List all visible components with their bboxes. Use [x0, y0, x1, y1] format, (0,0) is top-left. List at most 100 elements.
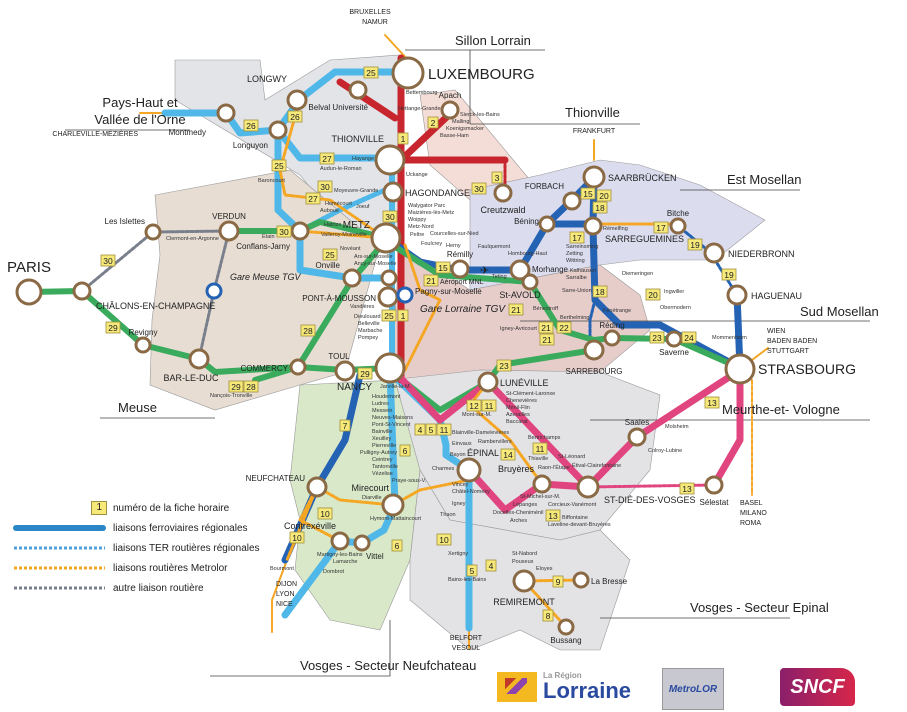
- station-label-revigny: Revigny: [129, 328, 158, 337]
- rules-layer: [65, 49, 870, 677]
- line-selestat-strasbourg: [710, 371, 744, 489]
- route-number-box: [399, 444, 411, 457]
- route-number-text: 18: [595, 203, 605, 213]
- minor-stop-label: Berthelming: [560, 315, 589, 321]
- legend-item-ter-road: liaisons TER routières régionales: [12, 538, 260, 558]
- station-longwy: [286, 89, 308, 111]
- route-number-text: 30: [385, 212, 395, 222]
- minor-stop-label: Hettange-Grande: [398, 106, 441, 112]
- route-number-badge: 25: [381, 309, 397, 322]
- station-label-neufchateau: NEUFCHATEAU: [246, 474, 306, 483]
- station-label-longuyon: Longuyon: [233, 141, 268, 150]
- station-label-hagondange: HAGONDANGE: [405, 188, 470, 198]
- sector-title-neufchateau: Vosges - Secteur Neufchateau: [300, 658, 476, 673]
- metrolor-swatch: [14, 566, 105, 570]
- minor-stop-label: Basse-Ham: [440, 133, 469, 139]
- route-number-box: [322, 248, 338, 261]
- route-number-box: [427, 116, 439, 129]
- minor-stop-label: Uckange: [406, 172, 428, 178]
- destination-basel_3: ROMA: [740, 520, 761, 527]
- sector-title-payshaut: Pays-Haut et: [102, 95, 178, 110]
- route-number-box: [436, 423, 452, 436]
- legend: 1 numéro de la fiche horaire liaisons fe…: [12, 498, 260, 598]
- route-number-text: 5: [470, 566, 475, 576]
- station-stavold: [509, 259, 531, 281]
- station-remilly: [450, 259, 470, 279]
- route-number-badge: 21: [538, 321, 554, 334]
- route-number-box: [500, 448, 516, 461]
- minor-stop-label: Vincey: [452, 482, 469, 488]
- minor-stop-label: Charmes: [432, 466, 455, 472]
- route-number-badge: 29: [228, 380, 244, 393]
- route-number-box: [271, 159, 287, 172]
- station-nancy: [374, 352, 406, 384]
- route-number-box: [592, 285, 608, 298]
- station-label-thionville: THIONVILLE: [331, 134, 384, 144]
- minor-stop-label: Martigny-les-Bains: [317, 552, 363, 558]
- route-number-badge: 5: [466, 564, 478, 577]
- minor-stop-label: Clermont-en-Argonne: [166, 236, 219, 242]
- minor-stop-label: Tantonville: [372, 464, 398, 470]
- route-number-badge: 4: [414, 423, 426, 436]
- station-label-remilly: Rémilly: [447, 250, 473, 259]
- route-number-badge: 11: [481, 399, 497, 412]
- minor-stop-label: Zetting: [566, 251, 583, 257]
- route-number-text: 23: [499, 361, 509, 371]
- station-saarbrucken: [582, 165, 606, 189]
- minor-stop-label: Malling: [452, 119, 469, 125]
- route-number-text: 11: [536, 444, 545, 454]
- minor-stop-label: Dombrot: [323, 569, 345, 575]
- minor-stop-label: Bayon: [450, 452, 466, 458]
- destination-belfort_2: VESOUL: [452, 645, 481, 652]
- route-number-box: [105, 321, 121, 334]
- station-label-vittel: Vittel: [366, 552, 384, 561]
- minor-stop-label: Praye-sous-V.: [392, 478, 427, 484]
- station-label-conflans: Conflans-Jarny: [236, 242, 290, 251]
- ter-road-swatch: [14, 546, 105, 550]
- route-number-box: [436, 533, 452, 546]
- route-number-box: [305, 192, 321, 205]
- minor-stop-label: Hombourg-Haut: [508, 251, 548, 257]
- destination-bruxelles_1: BRUXELLES: [349, 9, 391, 16]
- route-number-text: 28: [246, 382, 256, 392]
- minor-stop-label: Sarralbe: [566, 275, 587, 281]
- station-epinal: [456, 457, 482, 483]
- minor-stop-label: Ceintrey: [372, 457, 393, 463]
- route-number-box: [471, 182, 487, 195]
- metrolor-metz-nancy: [403, 243, 442, 372]
- station-label-creutzwald: Creutzwald: [480, 205, 525, 215]
- station-verdun: [218, 220, 240, 242]
- station-label-bruyeres: Bruyères: [498, 464, 535, 474]
- route-number-text: 13: [707, 398, 717, 408]
- route-number-badge: 1: [91, 501, 107, 515]
- route-number-box: [592, 201, 608, 214]
- legend-item-rail: liaisons ferroviaires régionales: [12, 518, 260, 538]
- station-label-saales: Saales: [625, 418, 649, 427]
- station-lux: [391, 56, 425, 90]
- route-number-badge: 26: [287, 110, 303, 123]
- minor-stop-label: Igney: [452, 501, 466, 507]
- route-number-badge: 1: [397, 132, 409, 145]
- route-number-text: 1: [401, 311, 406, 321]
- route-number-badge: 14: [500, 448, 516, 461]
- route-to-wien: [751, 347, 769, 361]
- route-number-badge: 28: [243, 380, 259, 393]
- route-number-box: [382, 210, 398, 223]
- route-number-text: 1: [401, 134, 406, 144]
- route-number-text: 10: [292, 533, 302, 543]
- route-number-box: [317, 180, 333, 193]
- route-number-text: 12: [469, 401, 479, 411]
- logo-text: Lorraine: [543, 678, 632, 703]
- route-number-text: 23: [652, 333, 662, 343]
- route-number-text: 28: [303, 326, 313, 336]
- sector-rule: [210, 620, 391, 677]
- station-barleduc: [188, 348, 210, 370]
- station-label-strasbourg: STRASBOURG: [758, 361, 856, 377]
- route-number-text: 26: [290, 112, 300, 122]
- route-number-text: 14: [503, 450, 513, 460]
- station-label-bussang: Bussang: [550, 636, 581, 645]
- route-number-text: 22: [559, 323, 569, 333]
- route-number-badge: 5: [425, 423, 437, 436]
- metrolor-longwy-metz: [278, 97, 387, 240]
- route-number-text: 6: [403, 446, 408, 456]
